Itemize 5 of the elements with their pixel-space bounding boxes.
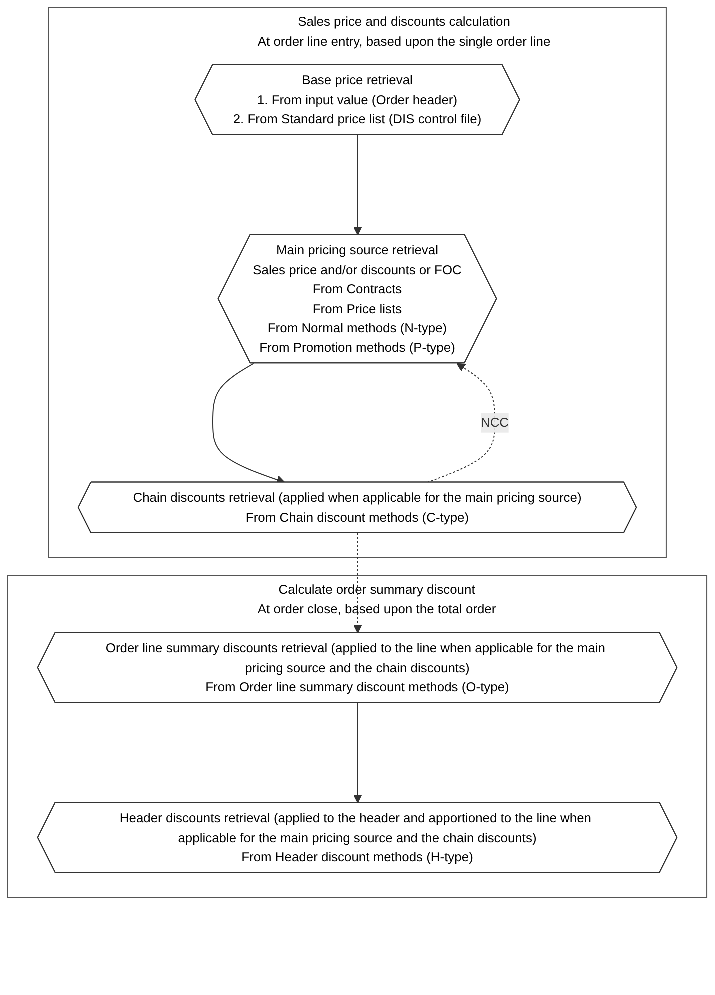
arrow xyxy=(353,135,362,236)
edge-label: NCC xyxy=(480,414,510,430)
arrow xyxy=(353,533,362,634)
arrow xyxy=(212,363,286,484)
arrow xyxy=(353,702,362,804)
